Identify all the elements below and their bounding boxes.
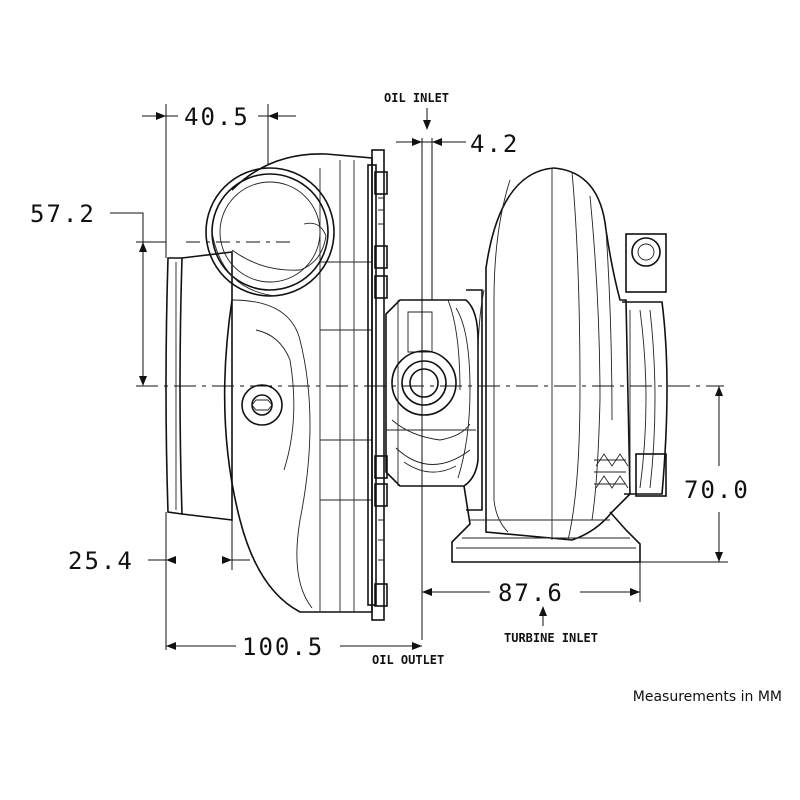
label-oil-outlet: OIL OUTLET [372,653,444,667]
dim-87-6: 87.6 [498,579,564,607]
dim-40-5: 40.5 [184,103,250,131]
label-oil-inlet: OIL INLET [384,91,449,105]
measurements-note: Measurements in MM [632,689,782,705]
turbine-housing [451,167,668,563]
dim-57-2: 57.2 [30,200,96,228]
label-turbine-inlet: TURBINE INLET [504,631,598,645]
dim-25-4: 25.4 [68,547,134,575]
dim-100-5: 100.5 [242,633,324,661]
dim-4-2: 4.2 [470,130,519,158]
dimension-lines [110,104,728,650]
compressor-housing [165,153,373,613]
backplate-flange [367,149,388,621]
center-housing [385,299,479,487]
dim-70-0: 70.0 [684,476,750,504]
